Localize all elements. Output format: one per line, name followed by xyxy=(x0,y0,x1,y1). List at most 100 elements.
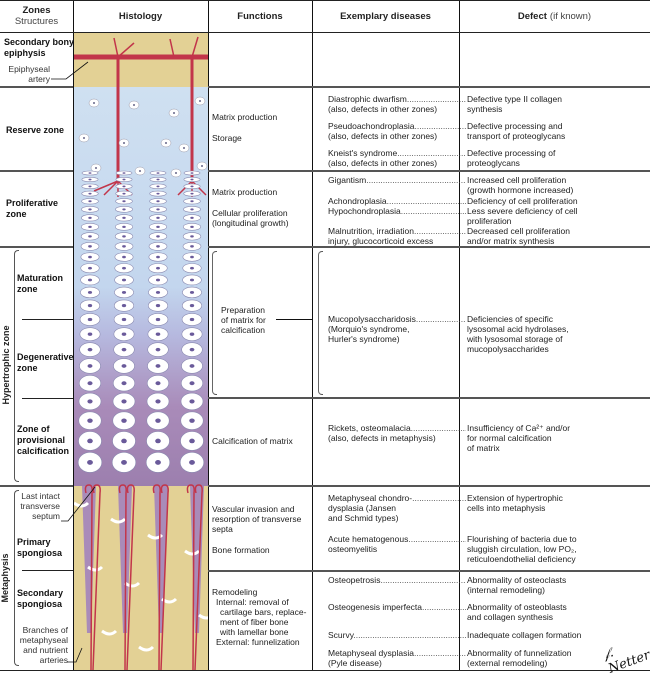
disease-name: Osteogenesis imperfecta xyxy=(328,602,466,612)
disease-note: (Morquio's syndrome, xyxy=(328,324,410,334)
row-divider xyxy=(0,86,73,88)
nucleus xyxy=(123,142,125,144)
nucleus xyxy=(121,332,127,336)
header-functions: Functions xyxy=(237,10,283,22)
nucleus xyxy=(139,170,141,172)
nucleus xyxy=(88,225,92,228)
nucleus xyxy=(189,304,195,308)
nucleus xyxy=(87,459,93,465)
nucleus xyxy=(87,290,93,294)
header-histology: Histology xyxy=(118,10,163,22)
nucleus xyxy=(95,167,97,169)
nucleus xyxy=(122,172,126,174)
nucleus xyxy=(88,185,92,188)
disease-name: Malnutrition, irradiation xyxy=(328,226,466,236)
calcified-spike xyxy=(154,486,168,633)
nucleus xyxy=(121,278,127,282)
zone-proliferative: Proliferative zone xyxy=(6,198,59,219)
defect-text: Abnormality of osteoblasts xyxy=(467,602,567,612)
row-divider xyxy=(22,319,73,320)
nucleus xyxy=(190,172,194,174)
nucleus xyxy=(155,418,161,423)
row-divider xyxy=(208,397,650,399)
nucleus xyxy=(88,178,92,181)
column-divider xyxy=(73,0,74,670)
nucleus xyxy=(190,192,194,195)
capillary-loop xyxy=(160,484,169,670)
nucleus xyxy=(155,278,161,282)
marrow-space xyxy=(110,517,127,524)
function-text: Remodeling xyxy=(212,587,258,597)
zone-secondary-spongiosa: Secondary spongiosa xyxy=(17,588,64,609)
nucleus xyxy=(189,459,195,465)
disease-item: Metaphyseal chondro-dysplasia (Jansenand… xyxy=(328,493,466,523)
nucleus xyxy=(87,278,93,282)
nucleus xyxy=(189,364,195,368)
nucleus xyxy=(189,332,195,336)
nucleus xyxy=(155,399,161,404)
bracket-hypertrophic xyxy=(14,250,19,482)
disease-note: injury, glucocorticoid excess xyxy=(328,236,434,246)
column-divider xyxy=(208,0,209,670)
nucleus xyxy=(121,364,127,368)
label-epiphyseal-artery: Epiphyseal artery xyxy=(8,64,50,84)
zone-epiphysis: Secondary bony epiphysis xyxy=(4,37,75,58)
marrow-space xyxy=(87,565,104,572)
row-divider xyxy=(208,170,650,172)
nucleus xyxy=(121,418,127,423)
function-text: calcification xyxy=(221,325,265,335)
disease-name: Mucopolysaccharidosis xyxy=(328,314,466,324)
nucleus xyxy=(156,225,160,228)
row-divider xyxy=(22,398,73,399)
nucleus xyxy=(173,112,175,114)
nucleus xyxy=(133,104,135,106)
nucleus xyxy=(156,266,160,270)
nucleus xyxy=(190,200,194,203)
header-defect-note: (if known) xyxy=(549,10,592,22)
nucleus xyxy=(88,255,92,259)
defect-text: of matrix xyxy=(467,443,500,453)
disease-note: dysplasia (Jansen xyxy=(328,503,397,513)
nucleus xyxy=(155,304,161,308)
function-text: Matrix production xyxy=(212,187,278,197)
disease-item: Achondroplasia xyxy=(328,196,466,206)
nucleus xyxy=(175,172,177,174)
header-zones-label: Zones xyxy=(22,5,51,16)
nucleus xyxy=(121,399,127,404)
defect-text: transport of proteoglycans xyxy=(467,131,566,141)
defect-item: Increased cell proliferation(growth horm… xyxy=(467,175,573,195)
header-diseases: Exemplary diseases xyxy=(340,10,431,22)
defect-text: reticuloendothelial deficiency xyxy=(467,554,576,564)
header-defect-label: Defect xyxy=(517,10,547,22)
zone-metaphysis: Metaphysis xyxy=(0,553,10,603)
defect-text: proliferation xyxy=(467,216,512,226)
nucleus xyxy=(87,381,93,386)
nucleus xyxy=(189,399,195,404)
nucleus xyxy=(156,192,160,195)
row-divider xyxy=(0,246,73,248)
function-text: of matrix for xyxy=(221,315,266,325)
connector-line xyxy=(276,319,312,320)
nucleus xyxy=(190,235,194,238)
function-text: Internal: removal of xyxy=(216,597,289,607)
label-last-intact-septum: Last intact transverse septum xyxy=(20,491,60,521)
nucleus xyxy=(155,381,161,386)
disease-item: Diastrophic dwarfism(also, defects in ot… xyxy=(328,94,466,114)
disease-name: Achondroplasia xyxy=(328,196,466,206)
function-text: Storage xyxy=(212,133,242,143)
nucleus xyxy=(155,438,161,444)
nucleus xyxy=(190,178,194,181)
nucleus xyxy=(156,178,160,181)
defect-text: Defective type II collagen xyxy=(467,94,562,104)
defect-text: Extension of hypertrophic xyxy=(467,493,563,503)
nucleus xyxy=(199,100,201,102)
capillary-loop xyxy=(118,484,127,670)
artery-twig xyxy=(191,36,199,58)
disease-name: Acute hematogenous xyxy=(328,534,466,544)
